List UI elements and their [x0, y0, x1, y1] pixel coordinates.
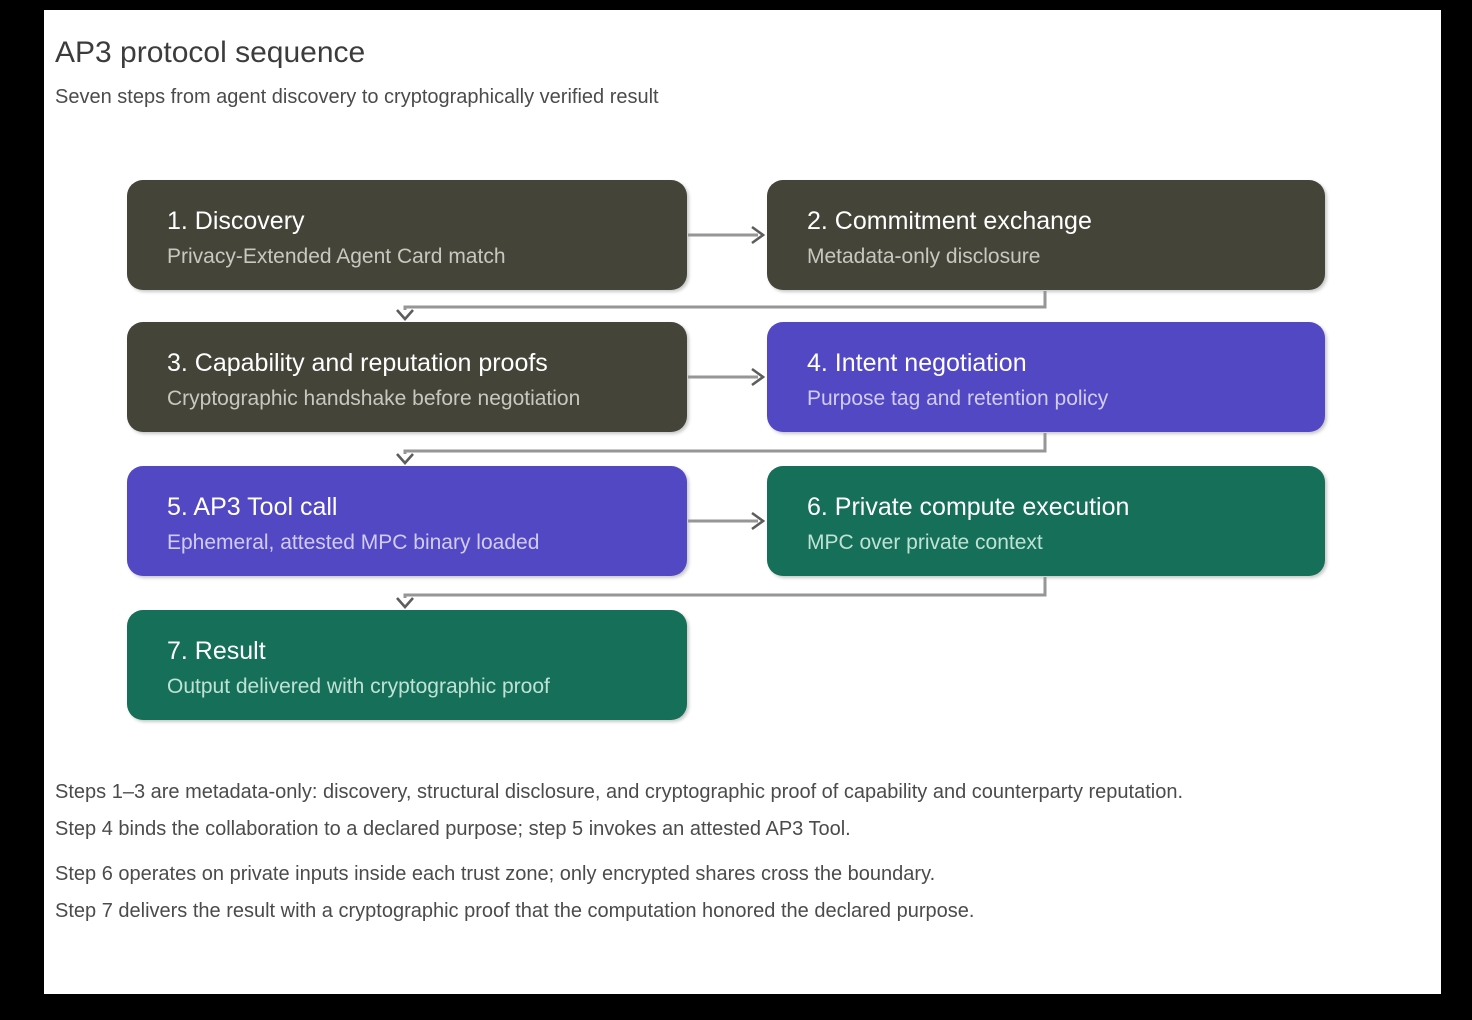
page-title: AP3 protocol sequence — [55, 36, 366, 69]
step-box-commitment-exchange: 2. Commitment exchange Metadata-only dis… — [767, 180, 1325, 290]
step-box-result: 7. Result Output delivered with cryptogr… — [127, 610, 687, 720]
note-line-2: Step 4 binds the collaboration to a decl… — [55, 818, 851, 840]
step-subtitle: Purpose tag and retention policy — [807, 387, 1109, 410]
step-title: 6. Private compute execution — [807, 493, 1130, 521]
step-subtitle: Output delivered with cryptographic proo… — [167, 675, 550, 698]
step-subtitle: Ephemeral, attested MPC binary loaded — [167, 531, 540, 554]
step-title: 7. Result — [167, 637, 266, 665]
step-subtitle: Metadata-only disclosure — [807, 245, 1041, 268]
step-title: 2. Commitment exchange — [807, 207, 1092, 235]
note-line-4: Step 7 delivers the result with a crypto… — [55, 900, 975, 922]
step-box-capability-proofs: 3. Capability and reputation proofs Cryp… — [127, 322, 687, 432]
step-title: 3. Capability and reputation proofs — [167, 349, 548, 377]
note-line-3: Step 6 operates on private inputs inside… — [55, 863, 936, 885]
page-subtitle: Seven steps from agent discovery to cryp… — [55, 86, 659, 108]
note-line-1: Steps 1–3 are metadata-only: discovery, … — [55, 781, 1184, 803]
step-box-discovery: 1. Discovery Privacy-Extended Agent Card… — [127, 180, 687, 290]
step-title: 1. Discovery — [167, 207, 305, 235]
step-subtitle: Privacy-Extended Agent Card match — [167, 245, 506, 268]
step-box-intent-negotiation: 4. Intent negotiation Purpose tag and re… — [767, 322, 1325, 432]
step-title: 5. AP3 Tool call — [167, 493, 338, 521]
step-subtitle: Cryptographic handshake before negotiati… — [167, 387, 581, 410]
step-title: 4. Intent negotiation — [807, 349, 1027, 377]
step-subtitle: MPC over private context — [807, 531, 1043, 554]
step-box-private-compute: 6. Private compute execution MPC over pr… — [767, 466, 1325, 576]
step-box-tool-call: 5. AP3 Tool call Ephemeral, attested MPC… — [127, 466, 687, 576]
